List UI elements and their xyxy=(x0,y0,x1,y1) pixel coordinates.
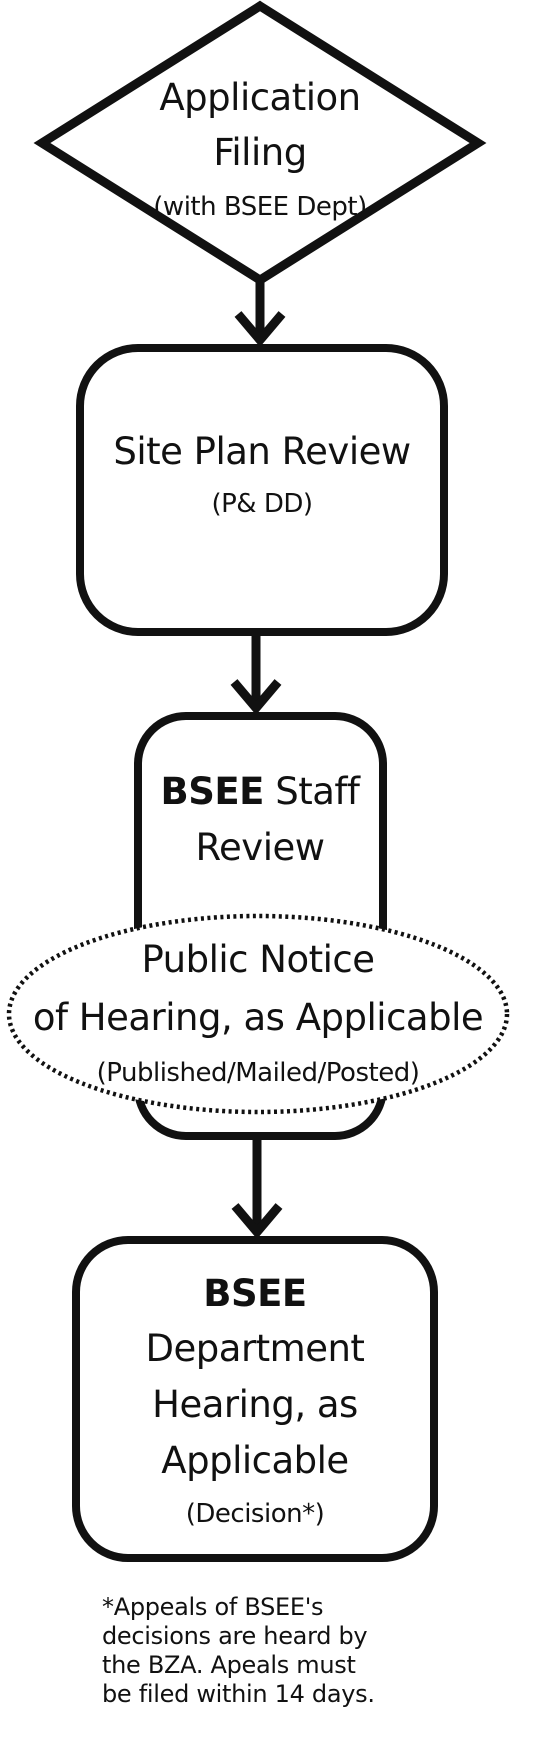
arrow-staff-review-to-hearing xyxy=(231,1136,283,1239)
public-notice-title-line1: Public Notice xyxy=(141,938,375,981)
site-plan-review-box xyxy=(76,344,448,636)
hearing-title-line4: Applicable xyxy=(161,1439,349,1482)
staff-review-title-rest: Staff xyxy=(275,770,360,813)
appeals-footnote: *Appeals of BSEE's decisions are heard b… xyxy=(102,1593,375,1708)
staff-review-title-line1: BSEE Staff xyxy=(140,770,380,813)
public-notice-title-line2: of Hearing, as Applicable xyxy=(32,996,484,1039)
public-notice-ellipse xyxy=(6,913,510,1115)
filing-subtitle: (with BSEE Dept) xyxy=(153,192,367,222)
hearing-title-line2: Department xyxy=(145,1327,365,1370)
public-notice-subtitle: (Published/Mailed/Posted) xyxy=(96,1058,420,1088)
hearing-subtitle: (Decision*) xyxy=(185,1499,325,1529)
filing-title-line1: Application xyxy=(159,76,361,119)
department-hearing-box xyxy=(72,1236,438,1562)
site-plan-subtitle: (P& DD) xyxy=(211,489,313,519)
staff-review-title-line2: Review xyxy=(195,826,325,869)
arrow-site-plan-to-staff-review xyxy=(230,632,282,715)
staff-review-title-bold: BSEE xyxy=(160,770,265,813)
hearing-title-line3: Hearing, as xyxy=(152,1383,358,1426)
site-plan-title: Site Plan Review xyxy=(113,430,411,473)
filing-title-line2: Filing xyxy=(213,131,307,174)
hearing-title-bold: BSEE xyxy=(203,1272,307,1315)
arrow-filing-to-site-plan xyxy=(234,278,286,347)
